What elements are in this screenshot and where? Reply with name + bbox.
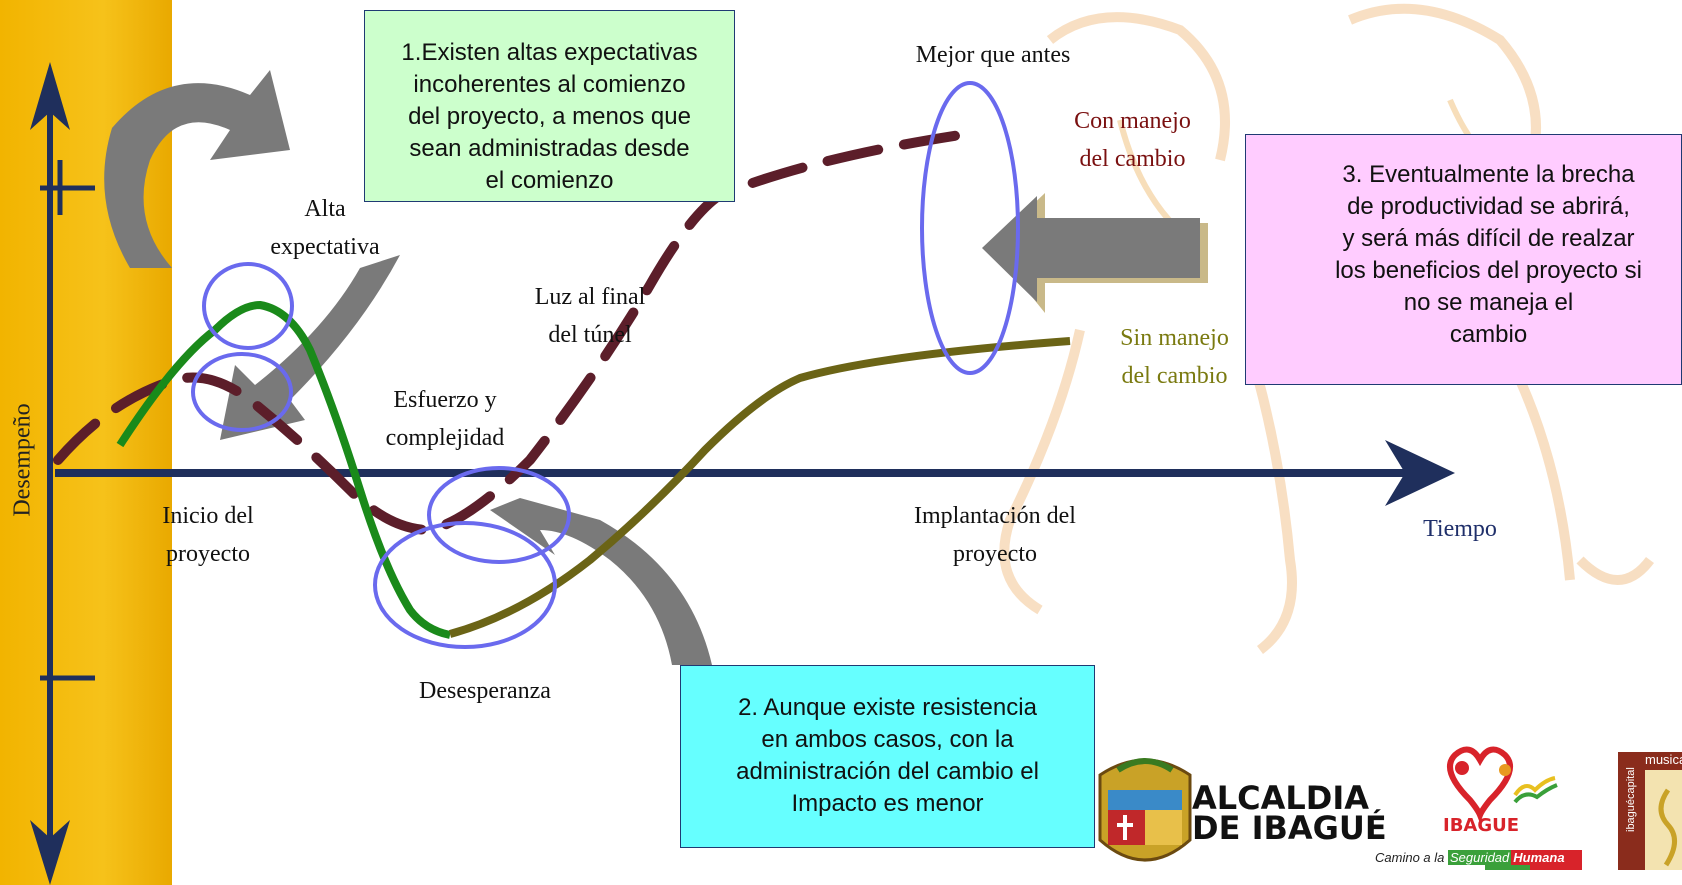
circle-high-expectation xyxy=(202,262,294,350)
label-mejor-que-antes: Mejor que antes xyxy=(915,42,1071,68)
curved-arrow-lower-middle xyxy=(490,498,712,665)
x-axis-arrow xyxy=(1385,440,1455,506)
y-axis-arrow-bottom xyxy=(30,820,70,885)
label-desesperanza: Desesperanza xyxy=(419,678,551,704)
y-axis-label: Desempeño xyxy=(9,403,36,517)
ibague-logo-text: IBAGUE xyxy=(1443,815,1520,836)
circle-start-dip xyxy=(191,352,293,432)
circle-despair xyxy=(373,521,557,649)
circle-better-than-before xyxy=(920,81,1020,375)
curved-arrow-top-left xyxy=(104,70,291,268)
note-1-box: 1.Existen altas expectativas incoherente… xyxy=(364,10,735,202)
x-axis-label: Tiempo xyxy=(1423,516,1497,542)
block-arrow xyxy=(982,196,1200,302)
ibague-capital-logo-text: ibaguécapital xyxy=(1625,767,1637,832)
without-change-curve xyxy=(448,337,1071,638)
y-axis-arrow-top xyxy=(30,62,70,130)
circle-effort xyxy=(427,466,571,564)
alcaldia-text: ALCALDIA DE IBAGUÉ xyxy=(1192,779,1387,847)
note-3-box: 3. Eventualmente la brecha de productivi… xyxy=(1245,134,1682,385)
musical-logo-text: musical xyxy=(1645,752,1682,767)
expectation-curve xyxy=(116,300,451,639)
note-2-box: 2. Aunque existe resistencia en ambos ca… xyxy=(680,665,1095,848)
